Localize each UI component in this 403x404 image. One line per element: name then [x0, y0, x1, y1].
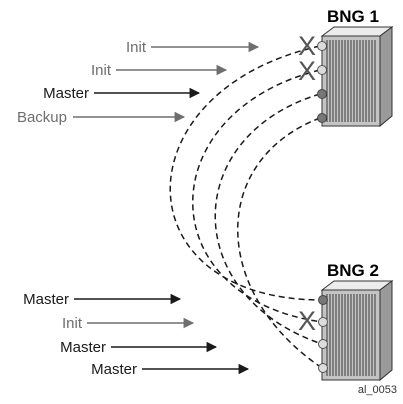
failure-mark-bng2-port2: X	[298, 306, 316, 336]
bng2-state-label-3: Master	[60, 339, 106, 356]
bng2-label: BNG 2	[327, 261, 379, 280]
bng2-ports	[318, 295, 328, 373]
bng1-state-label-3: Master	[43, 85, 89, 102]
session-arcs	[169, 45, 323, 369]
bng1-port-4	[317, 113, 327, 123]
bng2-router	[320, 280, 394, 382]
bng2-state-label-2: Init	[62, 315, 83, 332]
bng1-router-slots	[326, 40, 376, 122]
bng1-port-1	[317, 41, 327, 51]
bng2-port-3	[318, 339, 328, 349]
bng2-state-list: Master Init Master Master	[23, 291, 250, 378]
failure-mark-bng1-port1: X	[298, 31, 316, 61]
bng2-port-1	[318, 295, 328, 305]
session-arc-2	[192, 69, 323, 323]
bng1-ports	[317, 41, 327, 123]
bng2-state-label-4: Master	[91, 361, 137, 378]
bng2-state-label-1: Master	[23, 291, 69, 308]
bng1-state-label-1: Init	[126, 39, 147, 56]
bng1-state-label-4: Backup	[17, 109, 67, 126]
bng1-router	[320, 26, 394, 128]
session-arc-4	[237, 117, 323, 369]
bng2-router-side	[379, 280, 393, 382]
bng1-router-side	[379, 26, 393, 128]
bng1-state-list: Init Init Master Backup	[17, 39, 260, 126]
failure-mark-bng1-port2: X	[298, 56, 316, 86]
bng2-port-4	[318, 363, 328, 373]
bng1-port-3	[317, 89, 327, 99]
bng2-router-slots	[326, 294, 376, 376]
failure-marks: X X X	[298, 31, 316, 336]
bng1-port-2	[317, 65, 327, 75]
bng1-state-label-2: Init	[91, 62, 112, 79]
figure-id: al_0053	[358, 384, 397, 396]
bng1-label: BNG 1	[327, 7, 379, 26]
session-arc-3	[214, 93, 323, 345]
bng2-port-2	[318, 317, 328, 327]
session-arc-1	[169, 45, 323, 301]
